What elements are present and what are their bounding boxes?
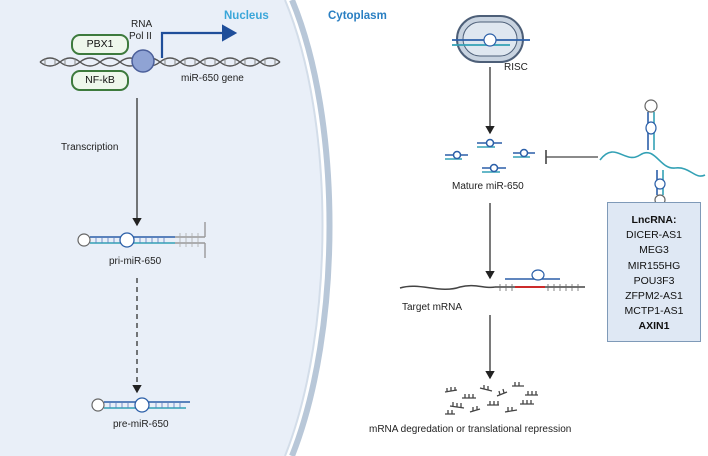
dna-helix [39,57,281,67]
mature-mir-650-fragments [445,138,535,173]
lncrna-structure-icon [599,99,706,206]
lncrna-item: MCTP1-AS1 [624,305,684,318]
rna-pol-label-line2: Pol II [129,31,152,42]
nuclear-membrane-outer [289,0,333,456]
transcription-label: Transcription [61,142,119,153]
rna-pol-ii-icon [131,49,155,73]
degraded-mrna-fragments [444,382,538,415]
lncrna-item: POU3F3 [633,274,675,287]
lncrna-item-highlight: AXIN1 [638,320,670,333]
transcription-start-arrow [160,24,238,58]
lncrna-item: ZFPM2-AS1 [625,290,683,303]
nucleus-compartment [0,0,323,456]
rna-pol-label-line1: RNA [131,19,153,30]
lncrna-list-box: LncRNA: DICER-AS1 MEG3 MIR155HG POU3F3 Z… [607,202,701,342]
risc-complex-icon [452,15,530,63]
pre-mir-label: pre-miR-650 [113,419,169,430]
lncrna-title: LncRNA: [631,214,677,226]
lncrna-item: MIR155HG [627,259,681,272]
target-mrna-strand [399,269,585,291]
mature-mir-label: Mature miR-650 [452,181,524,192]
nfkb-factor: NF-kB [71,70,129,91]
cytoplasm-title: Cytoplasm [328,10,387,22]
nuclear-membrane-inner [284,0,324,456]
pre-mir-650-hairpin [91,397,190,413]
target-mrna-label: Target mRNA [402,302,463,313]
pri-mir-650-hairpin [77,222,206,258]
gene-label: miR-650 gene [181,73,244,84]
risc-label: RISC [504,62,528,73]
nucleus-title: Nucleus [224,10,269,22]
lncrna-item: DICER-AS1 [625,229,682,242]
pri-mir-label: pri-miR-650 [109,256,162,267]
lncrna-item: MEG3 [639,244,669,257]
pbx1-factor: PBX1 [71,34,129,55]
outcome-label: mRNA degredation or translational repres… [369,424,572,435]
